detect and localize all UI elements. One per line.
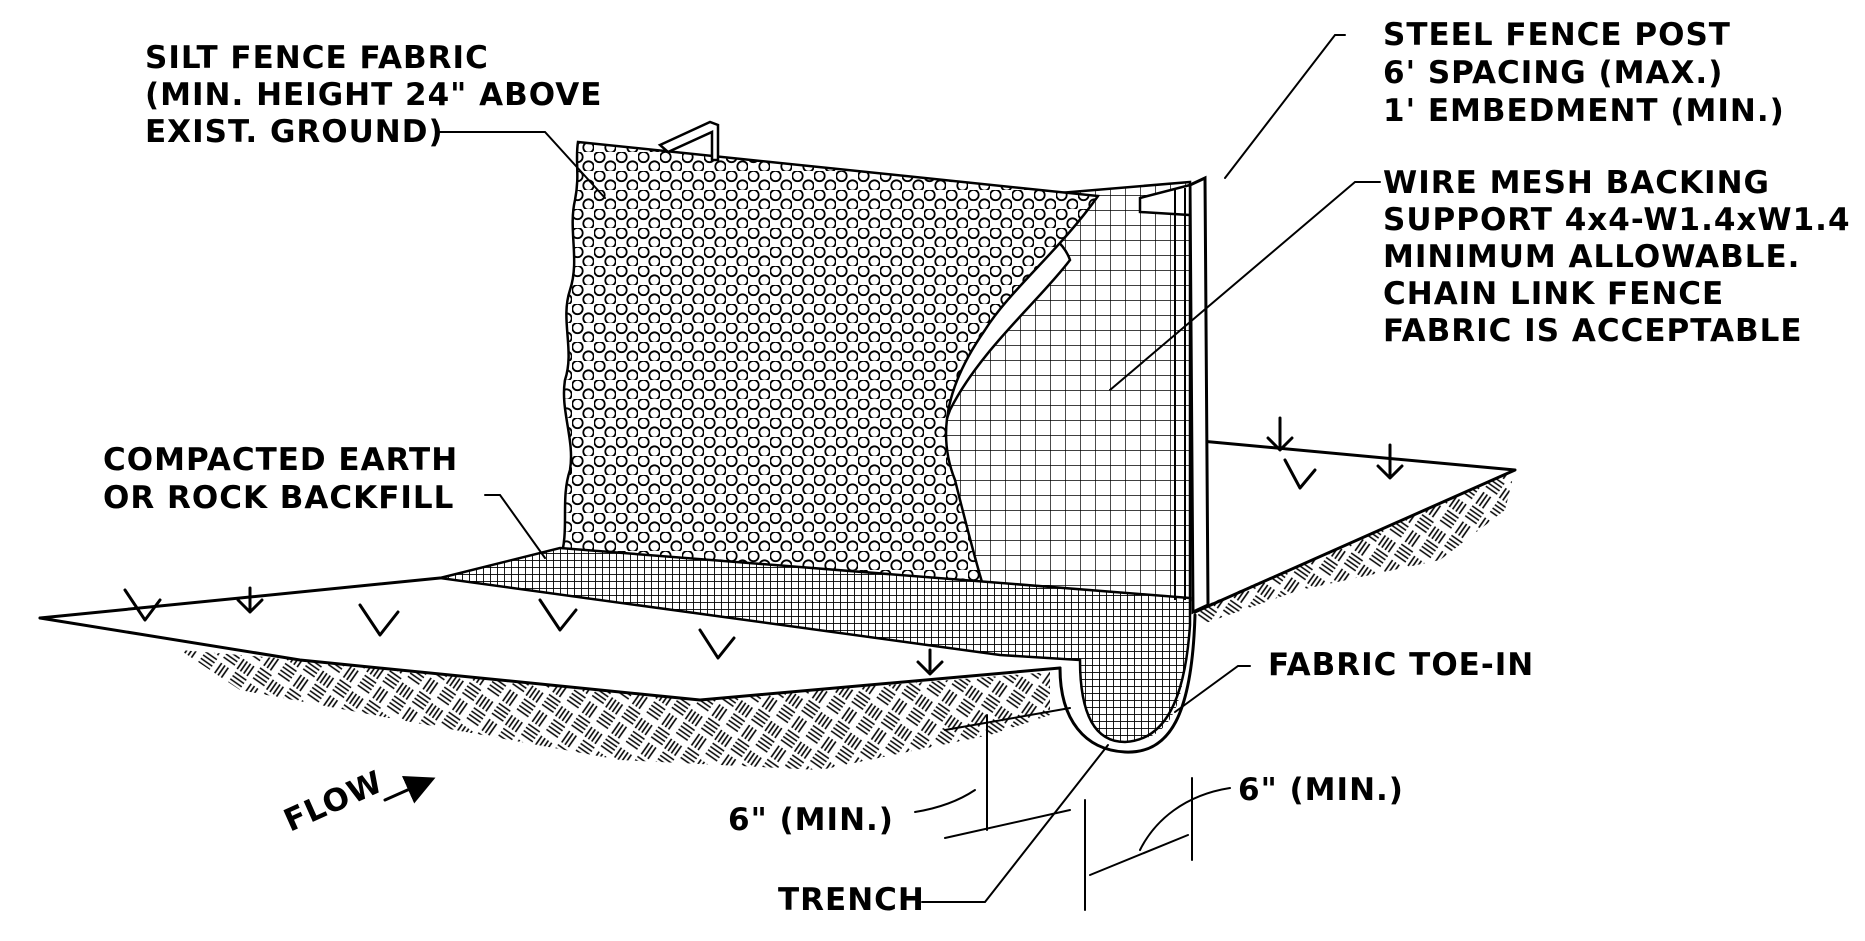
label-depth-dimension: 6" (MIN.) (728, 802, 894, 838)
width-dimension (1084, 777, 1231, 911)
ground-right (1188, 438, 1517, 625)
depth-dimension (914, 707, 1071, 839)
label-wire-mesh-backing: WIRE MESH BACKING SUPPORT 4x4-W1.4xW1.4 … (1383, 165, 1862, 349)
label-flow: FLOW (279, 764, 389, 839)
label-trench: TRENCH (778, 882, 925, 918)
label-steel-fence-post: STEEL FENCE POST 6' SPACING (MAX.) 1' EM… (1383, 17, 1785, 129)
fence-post-clip (657, 120, 720, 162)
leader-lines (439, 34, 1381, 903)
steel-fence-post (1138, 175, 1210, 615)
fabric-toe-in-strip (439, 546, 1192, 744)
silt-fence-fabric (558, 140, 1101, 594)
flow-arrow (383, 776, 436, 804)
label-fabric-toe-in: FABRIC TOE-IN (1268, 647, 1534, 683)
label-compacted-earth: COMPACTED EARTH OR ROCK BACKFILL (103, 442, 470, 516)
label-width-dimension: 6" (MIN.) (1238, 772, 1404, 808)
label-silt-fence-fabric: SILT FENCE FABRIC (MIN. HEIGHT 24" ABOVE… (145, 40, 614, 150)
grass-symbols (123, 416, 1404, 676)
ground-left (38, 576, 1062, 770)
